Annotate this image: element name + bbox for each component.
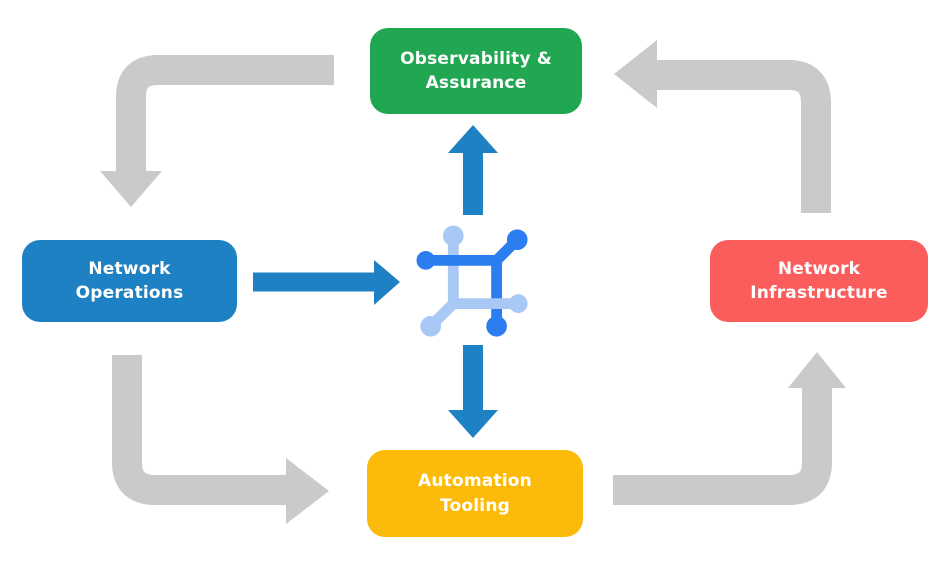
- node-observability-assurance: Observability & Assurance: [370, 28, 582, 114]
- arrow-hub-to-automation: [448, 345, 498, 438]
- node-label-line1: Network: [777, 258, 861, 279]
- arrow-body: [112, 355, 286, 505]
- node-label-line1: Observability &: [400, 48, 552, 69]
- icon-light-branch: [420, 225, 528, 337]
- arrow-automation-to-infrastructure: [613, 352, 846, 505]
- arrow-head-down-icon: [100, 171, 162, 207]
- node-label-line1: Automation: [418, 471, 532, 492]
- node-label-line2: Operations: [75, 283, 184, 303]
- node-label-line2: Tooling: [439, 495, 511, 516]
- icon-node-right: [508, 294, 528, 313]
- arrow-operations-to-automation: [112, 355, 329, 524]
- arrow-head-right-icon: [286, 458, 329, 524]
- arrow-observability-to-operations: [100, 55, 334, 207]
- node-label-line2: Infrastructure: [750, 283, 888, 303]
- arrow-infrastructure-to-observability: [614, 40, 831, 213]
- node-label-line1: Network: [88, 258, 171, 279]
- arrow-head-up-icon: [788, 352, 846, 388]
- arrow-head-down-icon: [448, 410, 498, 438]
- icon-node-left: [416, 251, 436, 270]
- arrow-body: [613, 388, 832, 505]
- node-label-line2: Assurance: [425, 73, 527, 93]
- network-automation-hub-icon: [416, 225, 528, 337]
- arrow-head-up-icon: [448, 125, 498, 153]
- arrow-head-left-icon: [614, 40, 657, 108]
- icon-dark-branch: [416, 229, 528, 337]
- node-automation-tooling: Automation Tooling: [367, 450, 583, 537]
- icon-node-bottom-left: [420, 315, 442, 337]
- arrow-operations-to-hub: [253, 260, 400, 305]
- arrow-hub-to-observability: [448, 125, 498, 215]
- arrow-body: [116, 55, 334, 172]
- arrow-head-right-icon: [374, 260, 400, 305]
- node-network-infrastructure: Network Infrastructure: [710, 240, 928, 322]
- icon-node-top-right: [506, 229, 528, 251]
- arrow-body: [657, 60, 831, 213]
- icon-node-bottom: [486, 315, 507, 337]
- node-network-operations: Network Operations: [22, 240, 237, 322]
- icon-node-top: [443, 225, 464, 247]
